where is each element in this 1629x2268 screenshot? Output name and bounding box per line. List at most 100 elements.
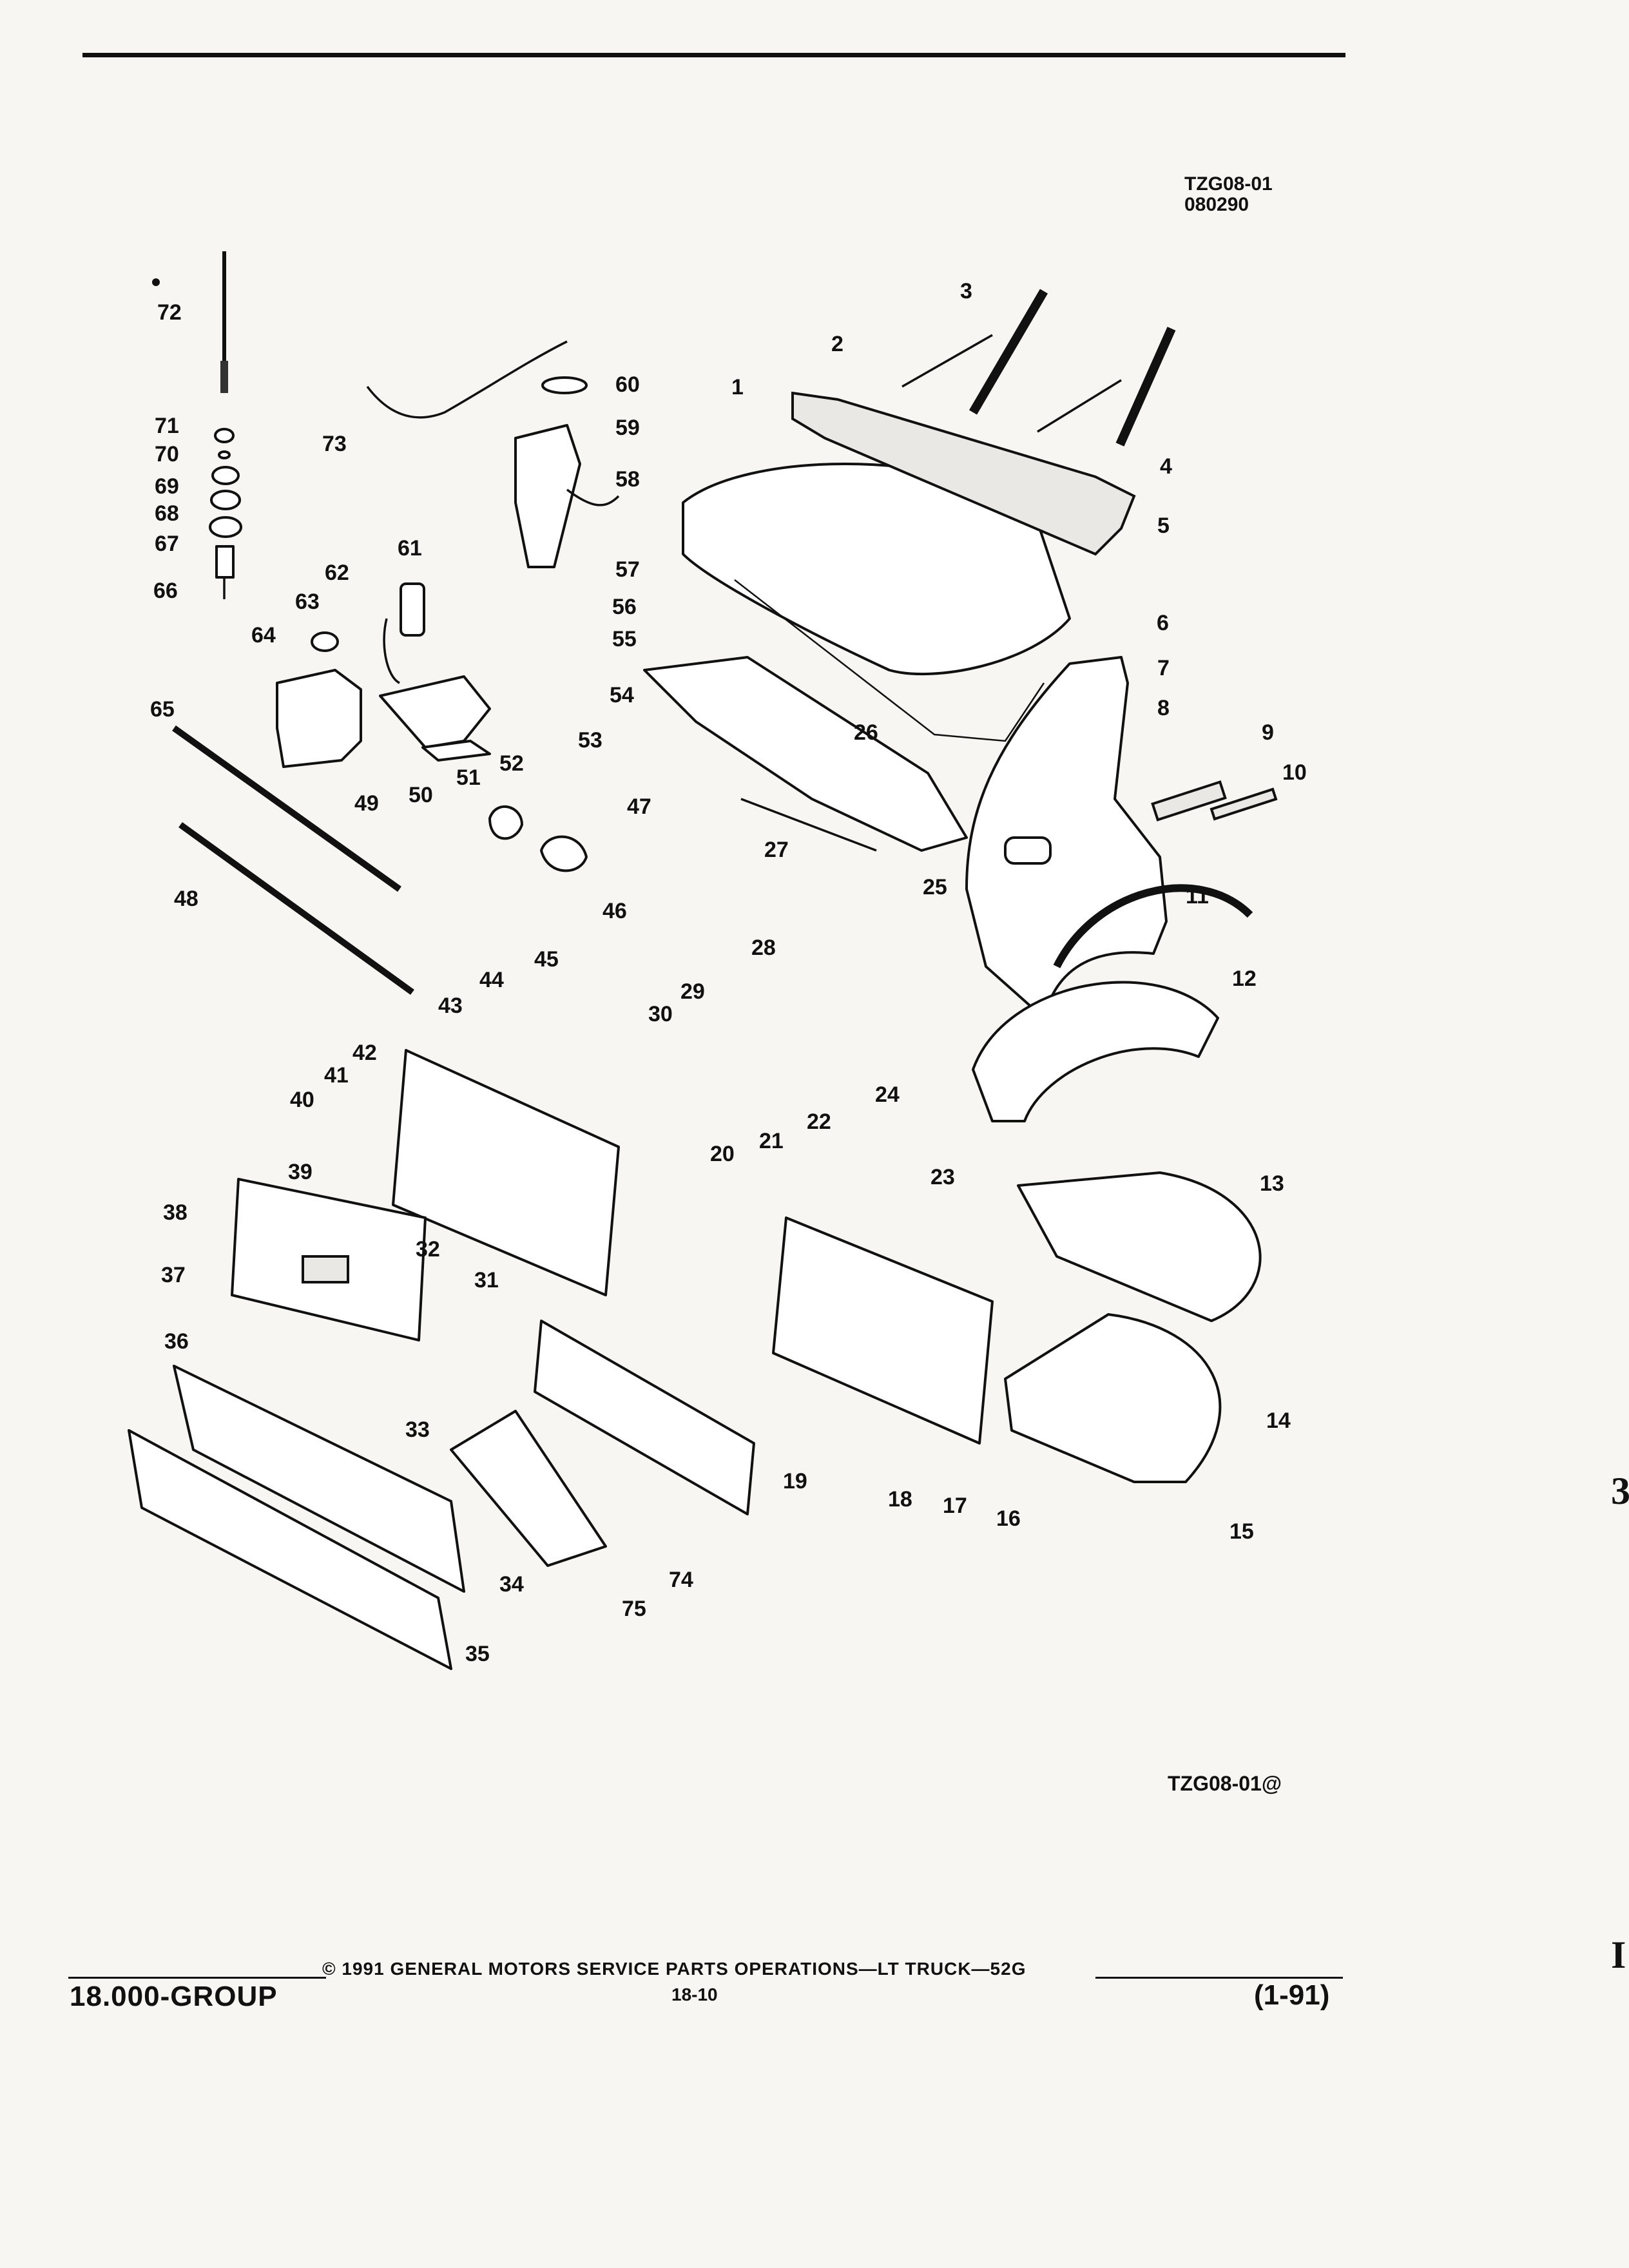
coolant-reservoir	[514, 376, 620, 568]
callout-19: 19	[783, 1469, 807, 1494]
callout-28: 28	[751, 936, 776, 960]
grille-emblem	[302, 1255, 349, 1283]
wiper-arm-left	[901, 334, 993, 388]
callout-40: 40	[290, 1088, 314, 1112]
cowl-panel	[791, 391, 1136, 556]
air-deflector	[450, 1410, 607, 1567]
callout-18: 18	[888, 1487, 912, 1512]
callout-48: 48	[174, 887, 198, 911]
radiator-support	[643, 656, 968, 852]
callout-49: 49	[354, 791, 379, 816]
callout-75: 75	[622, 1597, 646, 1621]
callout-17: 17	[943, 1494, 967, 1518]
edge-mark-top: 3	[1611, 1470, 1629, 1512]
callout-38: 38	[163, 1200, 188, 1225]
support-rod	[740, 798, 877, 852]
horn-and-brackets	[379, 675, 588, 872]
callout-64: 64	[251, 623, 276, 648]
fender-nameplate	[1210, 787, 1278, 821]
callout-46: 46	[602, 899, 627, 923]
condenser	[534, 1320, 755, 1515]
callout-69: 69	[155, 474, 179, 499]
molding-lower	[178, 822, 414, 995]
callout-34: 34	[499, 1572, 524, 1597]
callout-33: 33	[405, 1418, 430, 1442]
callout-21: 21	[759, 1129, 784, 1153]
antenna-assembly	[152, 251, 242, 599]
figure-reference: TZG08-01@	[1168, 1772, 1282, 1795]
callout-10: 10	[1282, 760, 1307, 785]
wiper-arm-right	[1037, 379, 1122, 433]
footer-rule-right	[1095, 1977, 1343, 1979]
molding-upper	[172, 725, 401, 892]
side-marker-lamp	[1004, 836, 1052, 865]
callout-73: 73	[322, 432, 347, 456]
fender	[965, 656, 1168, 1019]
callout-30: 30	[648, 1002, 673, 1026]
callout-16: 16	[996, 1506, 1021, 1531]
grille-main	[392, 1049, 620, 1296]
callout-53: 53	[578, 728, 602, 753]
callout-32: 32	[416, 1237, 440, 1262]
callout-25: 25	[923, 875, 947, 899]
callout-42: 42	[352, 1041, 377, 1065]
callout-35: 35	[465, 1642, 490, 1666]
edge-mark-bottom: I	[1611, 1934, 1626, 1976]
callout-43: 43	[438, 994, 463, 1018]
callout-20: 20	[710, 1142, 735, 1166]
callout-14: 14	[1266, 1408, 1291, 1433]
bumper-filler	[173, 1365, 465, 1593]
wiper-blade-right	[1115, 327, 1176, 447]
callout-72: 72	[157, 300, 182, 325]
callout-74: 74	[669, 1568, 693, 1592]
callout-56: 56	[612, 595, 637, 619]
wiper-blade-left	[969, 289, 1048, 415]
callout-24: 24	[875, 1082, 900, 1107]
callout-71: 71	[155, 414, 179, 438]
callout-44: 44	[479, 968, 504, 992]
footer-copyright: © 1991 GENERAL MOTORS SERVICE PARTS OPER…	[322, 1959, 1027, 1979]
wheelhouse-molding	[1053, 884, 1253, 968]
callout-23: 23	[930, 1165, 955, 1189]
callout-13: 13	[1260, 1171, 1284, 1196]
callout-59: 59	[615, 416, 640, 440]
callout-7: 7	[1157, 656, 1170, 680]
figure-id-code: TZG08-01	[1184, 173, 1273, 195]
callout-58: 58	[615, 467, 640, 492]
callout-12: 12	[1232, 966, 1257, 991]
callout-61: 61	[398, 536, 422, 561]
footer-group: 18.000-GROUP	[70, 1981, 278, 2012]
callout-37: 37	[161, 1263, 186, 1287]
callout-11: 11	[1186, 884, 1209, 908]
callout-4: 4	[1160, 454, 1172, 479]
callout-54: 54	[610, 683, 634, 707]
callout-31: 31	[474, 1268, 499, 1293]
callout-29: 29	[680, 979, 705, 1004]
footer-date: (1-91)	[1254, 1979, 1330, 2011]
callout-70: 70	[155, 442, 179, 466]
hood	[682, 463, 1071, 676]
footer-page-number: 18-10	[671, 1984, 718, 2004]
fender-emblem	[1151, 780, 1227, 822]
antenna-cable	[366, 340, 568, 419]
callout-60: 60	[615, 372, 640, 397]
callout-15: 15	[1229, 1519, 1254, 1544]
callout-22: 22	[807, 1110, 831, 1134]
callout-67: 67	[155, 532, 179, 556]
footer-rule-left	[68, 1977, 326, 1979]
callout-27: 27	[764, 838, 789, 862]
figure-id: TZG08-01 080290	[1184, 174, 1273, 215]
callout-39: 39	[288, 1160, 313, 1184]
bumper-lower	[128, 1429, 452, 1670]
callout-50: 50	[409, 783, 433, 807]
callout-36: 36	[164, 1329, 189, 1354]
callout-51: 51	[456, 765, 481, 790]
callout-45: 45	[534, 947, 559, 972]
callout-41: 41	[324, 1063, 349, 1088]
callout-68: 68	[155, 501, 179, 526]
callout-52: 52	[499, 751, 524, 776]
hood-inner-panel	[734, 579, 1045, 742]
callout-2: 2	[831, 332, 843, 356]
callout-6: 6	[1157, 611, 1169, 635]
